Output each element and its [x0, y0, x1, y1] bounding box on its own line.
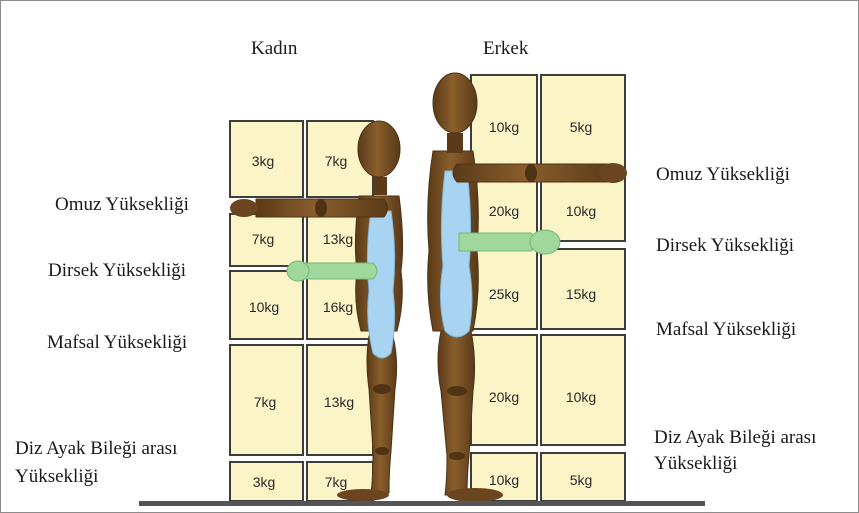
left-label-knee-ankle-line2: Yüksekliği [15, 466, 98, 488]
female-kg-thigh-right: 13kg [324, 394, 354, 410]
male-kg-top-left: 10kg [489, 119, 519, 135]
right-label-knee-ankle-line1: Diz Ayak Bileği arası [654, 427, 816, 449]
left-label-knee-ankle-line1: Diz Ayak Bileği arası [15, 438, 177, 460]
right-label-shoulder-height: Omuz Yüksekliği [656, 164, 790, 186]
male-kg-upper-left: 20kg [489, 203, 519, 219]
female-kg-elbow-right: 13kg [323, 231, 353, 247]
left-label-shoulder-height: Omuz Yüksekliği [55, 194, 189, 216]
floor-line [139, 501, 705, 506]
male-kg-mid-left: 25kg [489, 286, 519, 302]
male-kg-knee-right: 5kg [570, 472, 593, 488]
male-kg-thigh-right: 10kg [566, 389, 596, 405]
male-kg-top-right: 5kg [570, 119, 593, 135]
female-kg-elbow-left: 7kg [252, 231, 275, 247]
female-column-title: Kadın [251, 38, 297, 60]
female-kg-knee-left: 3kg [253, 474, 276, 490]
male-column-title: Erkek [483, 38, 528, 60]
female-kg-shoulder-right: 7kg [325, 153, 348, 169]
female-kg-shoulder-left: 3kg [252, 153, 275, 169]
right-label-elbow-height: Dirsek Yüksekliği [656, 235, 794, 257]
female-kg-thigh-left: 7kg [254, 394, 277, 410]
female-kg-knee-right: 7kg [325, 474, 348, 490]
right-label-knee-ankle-line2: Yüksekliği [654, 453, 737, 475]
left-label-knuckle-height: Mafsal Yüksekliği [47, 332, 187, 354]
male-kg-thigh-left: 20kg [489, 389, 519, 405]
female-kg-knuckle-right: 16kg [323, 299, 353, 315]
left-label-elbow-height: Dirsek Yüksekliği [48, 260, 186, 282]
male-kg-knee-left: 10kg [489, 472, 519, 488]
male-kg-upper-right: 10kg [566, 203, 596, 219]
female-kg-knuckle-left: 10kg [249, 299, 279, 315]
right-label-knuckle-height: Mafsal Yüksekliği [656, 319, 796, 341]
male-kg-mid-right: 15kg [566, 286, 596, 302]
